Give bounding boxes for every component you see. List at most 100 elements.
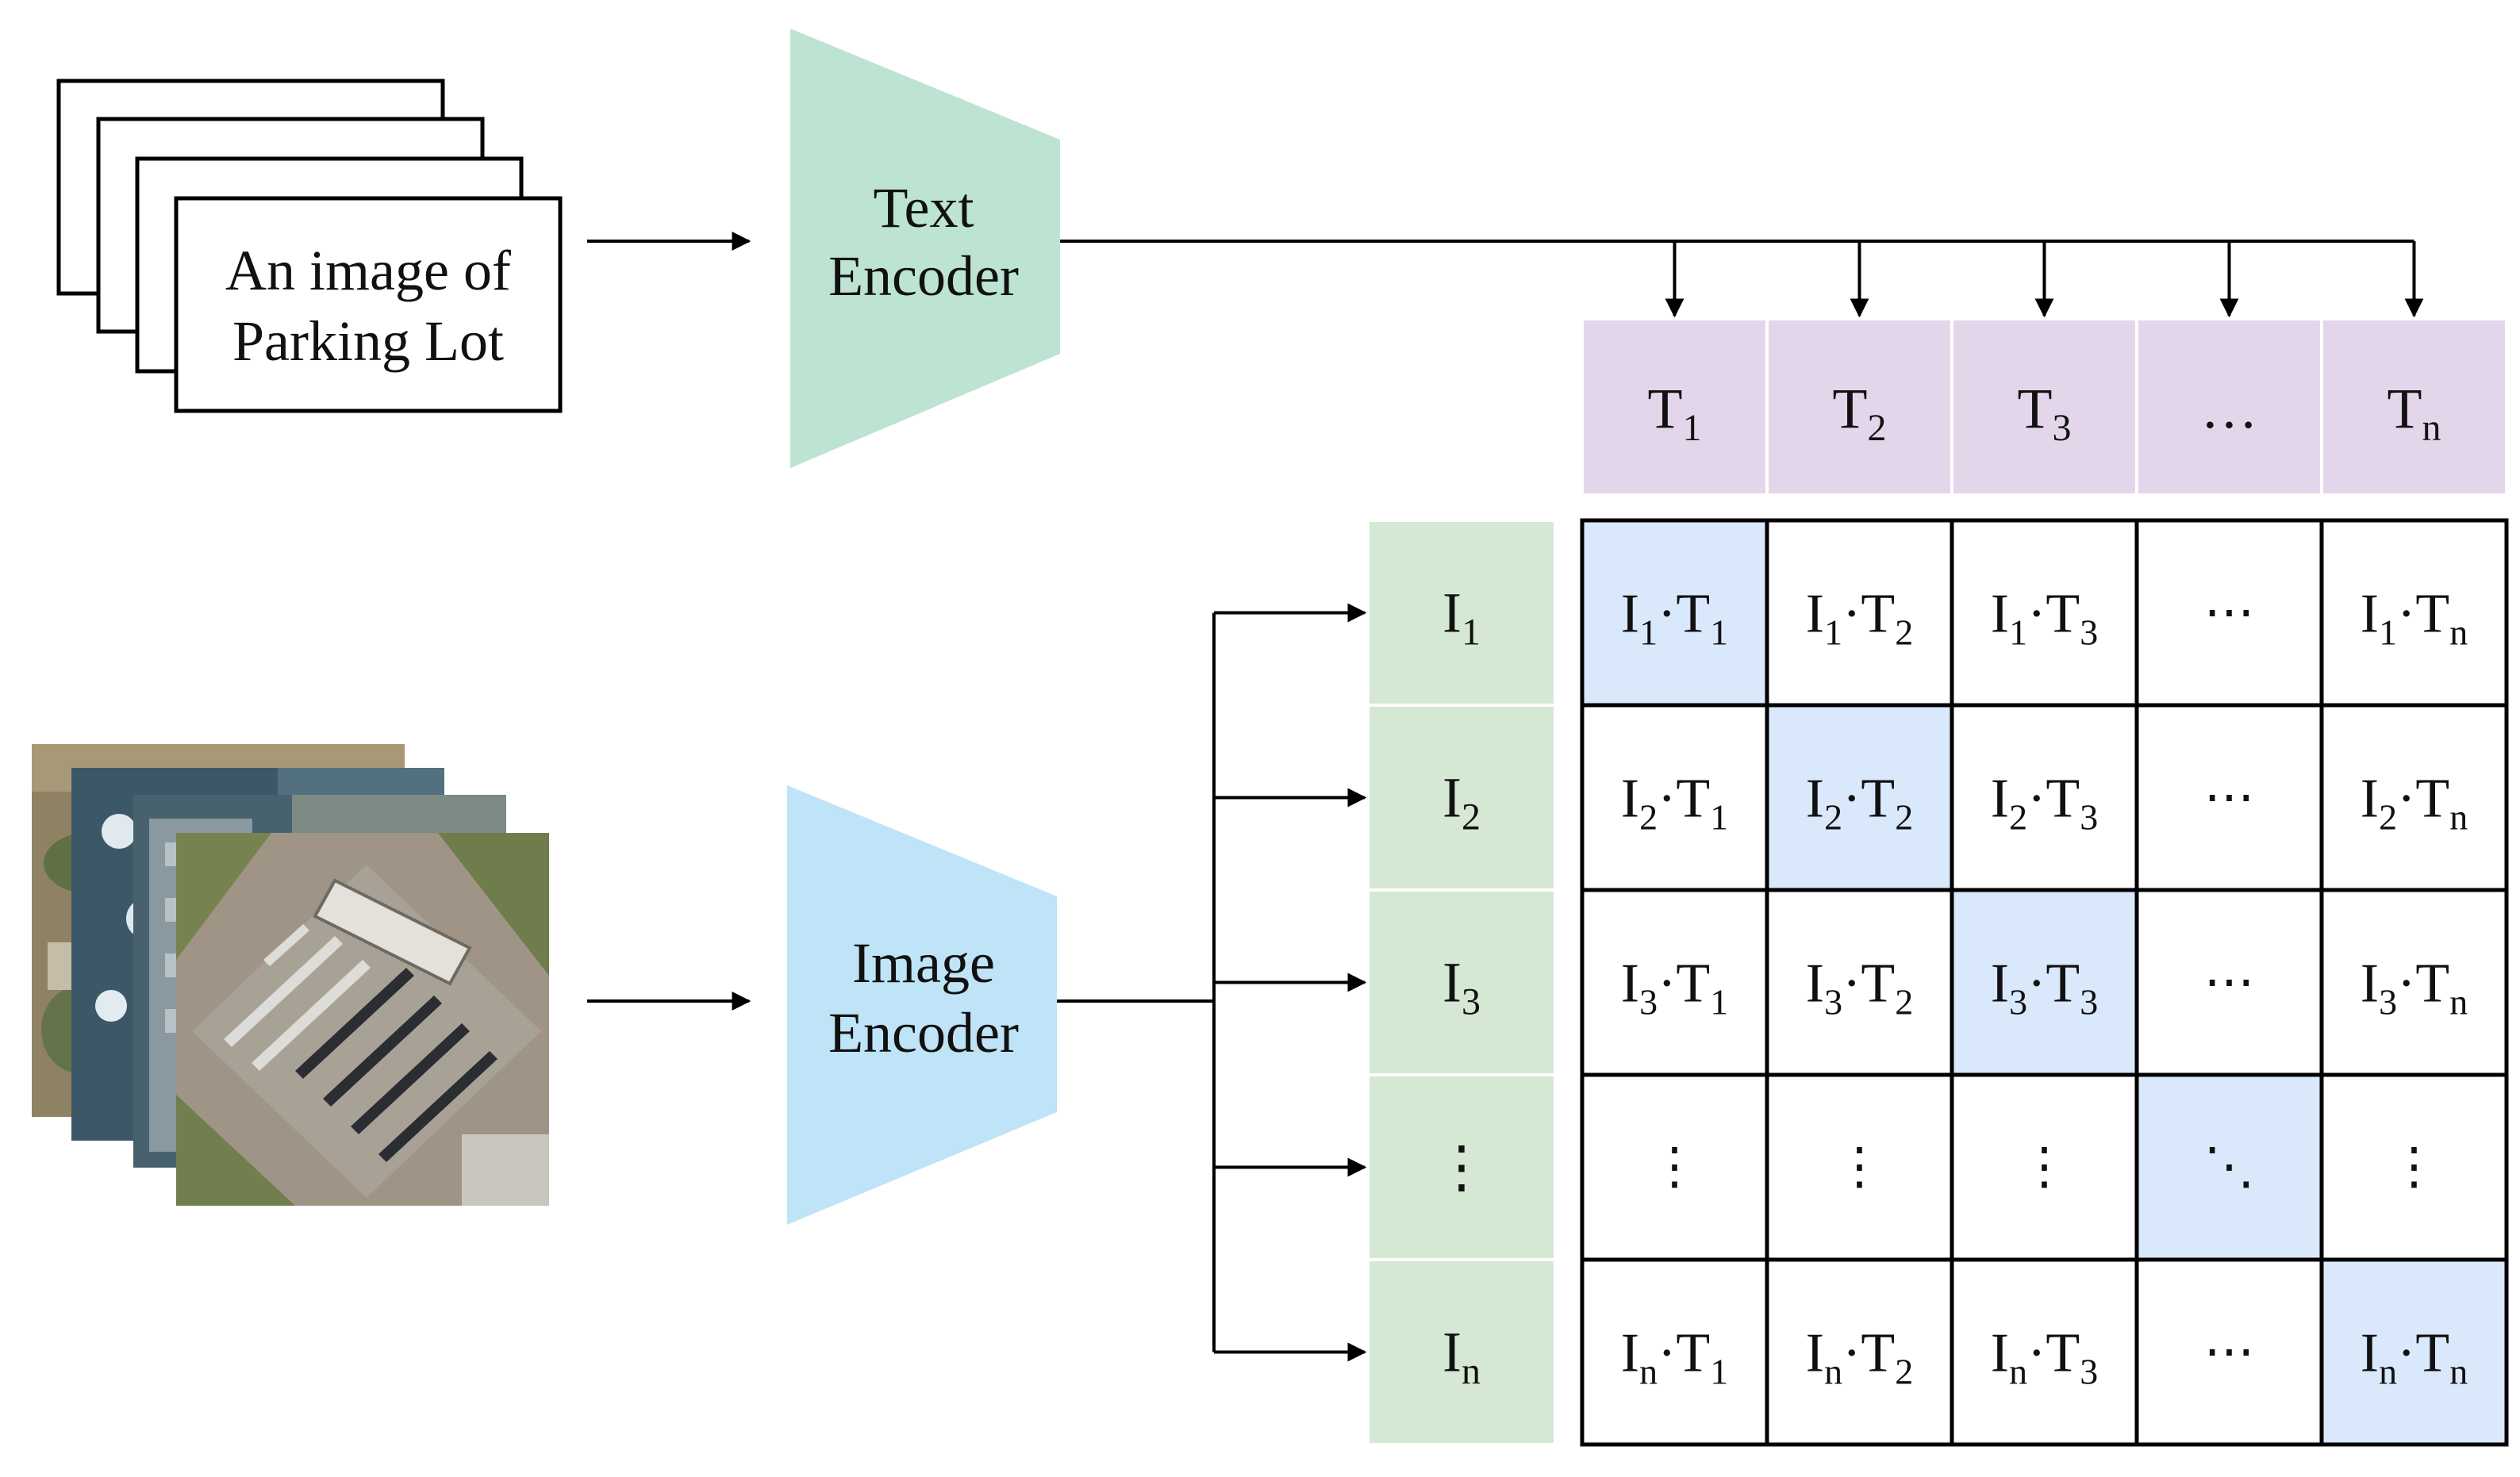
image-feature-label-base: I — [1442, 581, 1462, 645]
similarity-score: I3·T1 — [1621, 953, 1728, 1022]
score-image-symbol: I — [1806, 584, 1824, 645]
score-text-symbol: T — [2415, 769, 2449, 830]
similarity-score: I2·T3 — [1991, 769, 2098, 838]
score-image-symbol: I — [1991, 769, 2009, 830]
score-image-symbol: I — [1621, 1323, 1639, 1384]
matrix-ellipsis: ⋯ — [2204, 769, 2255, 825]
matrix-cell — [1580, 1257, 1769, 1447]
matrix-cell-diagonal — [1765, 703, 1954, 892]
score-image-index: 1 — [2379, 612, 2397, 653]
text-feature-cell — [2323, 320, 2505, 493]
score-text-symbol: T — [1676, 584, 1710, 645]
score-image-index: 3 — [2009, 982, 2027, 1022]
similarity-score: I3·T3 — [1991, 953, 2098, 1022]
score-image-index: 3 — [1824, 982, 1842, 1022]
text-feature-label-base: … — [2201, 377, 2258, 440]
matrix-cell — [2319, 518, 2509, 708]
image-feature-label-subscript: 2 — [1462, 796, 1481, 838]
text-feature-label: T3 — [2018, 377, 2072, 449]
image-feature-label-base: I — [1442, 1321, 1462, 1384]
score-text-index: 1 — [1710, 982, 1728, 1022]
score-dot: · — [1658, 584, 1676, 645]
similarity-score: In·T1 — [1621, 1323, 1728, 1392]
matrix-cell — [1765, 518, 1954, 708]
text-encoder-label-1: Text — [874, 176, 974, 240]
score-dot: · — [1658, 769, 1676, 830]
text-encoder — [790, 29, 1060, 468]
matrix-ellipsis: ⋮ — [1834, 1138, 1885, 1195]
similarity-score: I1·Tn — [2361, 584, 2468, 653]
score-text-index: 3 — [2080, 1352, 2098, 1392]
matrix-ellipsis: ⋯ — [2204, 1323, 2255, 1379]
score-image-index: 2 — [2379, 797, 2397, 838]
score-dot: · — [2027, 769, 2046, 830]
score-text-index: 2 — [1895, 612, 1913, 653]
matrix-cell — [1580, 703, 1769, 892]
text-feature-label: T2 — [1833, 377, 1887, 449]
text-feature-row: T1 T2 T3 … Tn — [1584, 320, 2505, 493]
score-image-index: 3 — [1639, 982, 1658, 1022]
score-dot: · — [1658, 1323, 1676, 1384]
similarity-score: I1·T1 — [1621, 584, 1728, 653]
score-dot: · — [2027, 953, 2046, 1015]
score-text-index: 1 — [1710, 1352, 1728, 1392]
score-image-symbol: I — [1621, 584, 1639, 645]
score-image-index: 2 — [2009, 797, 2027, 838]
score-image-symbol: I — [1806, 1323, 1824, 1384]
score-text-symbol: T — [1676, 769, 1710, 830]
image-feature-label-subscript: 1 — [1462, 612, 1481, 654]
text-feature-label: Tn — [2387, 377, 2441, 449]
image-encoder-label-2: Encoder — [828, 1001, 1019, 1065]
score-text-symbol: T — [1676, 953, 1710, 1015]
matrix-cell — [1580, 888, 1769, 1077]
image-feature-cell — [1369, 1261, 1554, 1443]
image-feature-connectors — [1057, 603, 1367, 1362]
image-feature-label-base: I — [1442, 951, 1462, 1015]
text-feature-label-base: T — [2387, 377, 2422, 440]
text-feature-label: T1 — [1648, 377, 1702, 449]
image-feature-label-subscript: 3 — [1462, 981, 1481, 1023]
image-feature-label: In — [1442, 1321, 1481, 1393]
similarity-score: I1·T2 — [1806, 584, 1913, 653]
text-prompt-stack: An image of Parking Lot — [56, 79, 563, 413]
score-dot: · — [2397, 769, 2415, 830]
score-image-index: 1 — [2009, 612, 2027, 653]
score-image-symbol: I — [1621, 769, 1639, 830]
score-text-symbol: T — [1861, 769, 1895, 830]
score-text-symbol: T — [2046, 769, 2080, 830]
image-feature-cell — [1369, 1076, 1554, 1258]
score-dot: · — [1842, 584, 1861, 645]
similarity-score: I2·T1 — [1621, 769, 1728, 838]
text-feature-cell — [1769, 320, 1950, 493]
matrix-cell-diagonal — [1950, 888, 2139, 1077]
score-text-index: n — [2449, 797, 2468, 838]
score-text-index: 1 — [1710, 612, 1728, 653]
text-card-front — [174, 196, 563, 413]
score-text-symbol: T — [2415, 1323, 2449, 1384]
matrix-ellipsis: ⋱ — [2204, 1138, 2255, 1195]
score-dot: · — [2027, 1323, 2046, 1384]
score-text-index: 3 — [2080, 797, 2098, 838]
score-text-symbol: T — [2046, 953, 2080, 1015]
score-image-symbol: I — [2361, 584, 2379, 645]
score-image-index: 3 — [2379, 982, 2397, 1022]
image-feature-label-base: I — [1442, 766, 1462, 830]
text-feature-label-subscript: n — [2422, 407, 2441, 449]
image-feature-label: ⋮ — [1433, 1136, 1490, 1199]
aerial-image-stack — [32, 744, 549, 1206]
matrix-cell — [2134, 518, 2324, 708]
score-image-symbol: I — [1991, 584, 2009, 645]
score-dot: · — [2397, 953, 2415, 1015]
similarity-score: I1·T3 — [1991, 584, 2098, 653]
score-dot: · — [1658, 953, 1676, 1015]
matrix-cell — [1765, 1072, 1954, 1262]
score-dot: · — [2027, 584, 2046, 645]
score-image-index: n — [1639, 1352, 1658, 1392]
score-image-index: 2 — [1639, 797, 1658, 838]
matrix-cell-diagonal — [2319, 1257, 2509, 1447]
image-feature-label: I3 — [1442, 951, 1481, 1023]
image-feature-cell — [1369, 892, 1554, 1073]
